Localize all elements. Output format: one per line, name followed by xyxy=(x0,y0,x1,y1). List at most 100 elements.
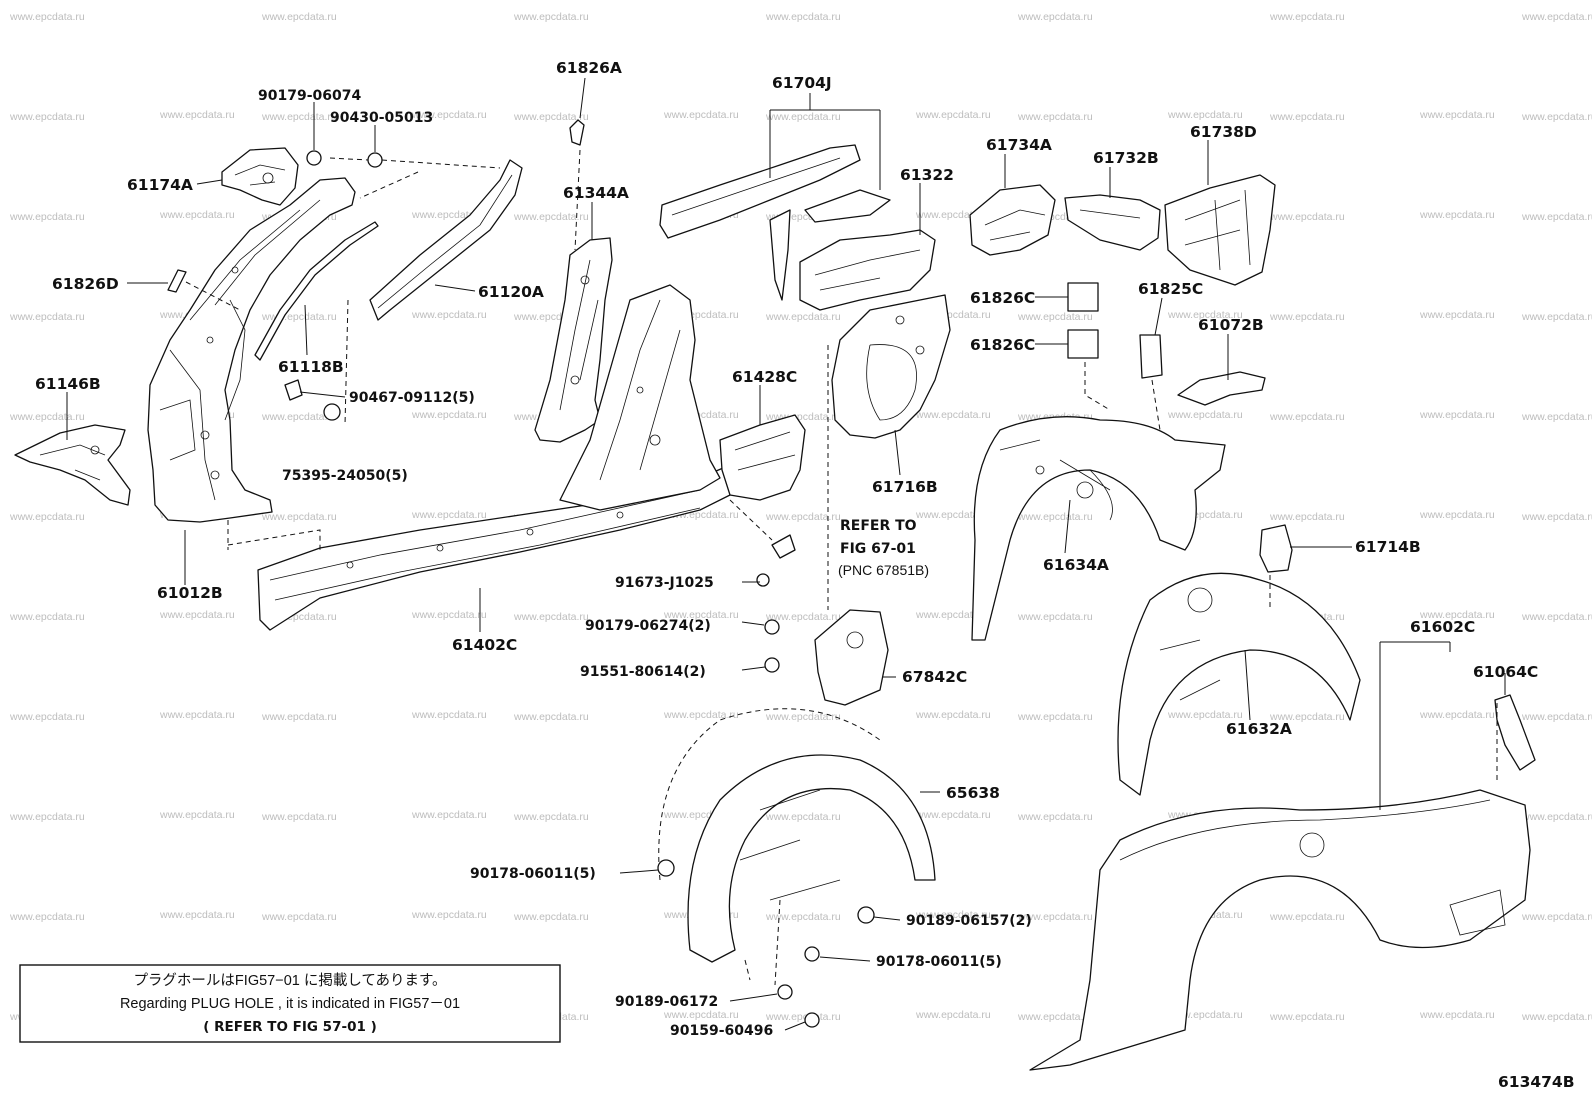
label-part-28[interactable]: 61634A xyxy=(1043,556,1109,574)
watermark-text: www.epcdata.ru xyxy=(915,609,991,621)
watermark-text: www.epcdata.ru xyxy=(9,911,85,923)
watermark-text: www.epcdata.ru xyxy=(663,609,739,621)
watermark-text: www.epcdata.ru xyxy=(513,811,589,823)
label-part-15[interactable]: 61428C xyxy=(732,368,797,386)
watermark-text: www.epcdata.ru xyxy=(1419,309,1495,321)
watermark-text: www.epcdata.ru xyxy=(1521,411,1592,423)
watermark-text: www.epcdata.ru xyxy=(1521,11,1592,23)
watermark-text: www.epcdata.ru xyxy=(1167,109,1243,121)
label-part-23[interactable]: 61738D xyxy=(1190,123,1257,141)
watermark-text: www.epcdata.ru xyxy=(411,509,487,521)
label-part-36[interactable]: 90178-06011(5) xyxy=(876,954,1002,970)
small-bracket-part xyxy=(1177,371,1266,406)
refer-line-3: (PNC 67851B) xyxy=(838,562,929,578)
watermark-text: www.epcdata.ru xyxy=(513,911,589,923)
weatherstrip-part xyxy=(254,221,379,361)
watermark-text: www.epcdata.ru xyxy=(261,811,337,823)
label-part-13[interactable]: 61704J xyxy=(772,74,832,92)
watermark-text: www.epcdata.ru xyxy=(159,109,235,121)
label-part-22[interactable]: 61732B xyxy=(1093,149,1159,167)
watermark-text: www.epcdata.ru xyxy=(411,709,487,721)
label-part-29[interactable]: 61714B xyxy=(1355,538,1421,556)
label-part-1[interactable]: 90430-05013 xyxy=(330,110,433,126)
label-part-34[interactable]: 90178-06011(5) xyxy=(470,866,596,882)
small-brace-part xyxy=(1259,524,1293,573)
watermark-text: www.epcdata.ru xyxy=(1017,311,1093,323)
watermark-text: www.epcdata.ru xyxy=(915,909,991,921)
label-part-4[interactable]: 61146B xyxy=(35,375,101,393)
watermark-text: www.epcdata.ru xyxy=(663,1009,739,1021)
label-part-27[interactable]: 61072B xyxy=(1198,316,1264,334)
label-part-38[interactable]: 90159-60496 xyxy=(670,1023,773,1039)
rear-upper-panels xyxy=(969,174,1276,286)
label-part-16[interactable]: 61716B xyxy=(872,478,938,496)
watermark-text: www.epcdata.ru xyxy=(9,11,85,23)
quarter-inner-panel-part xyxy=(799,229,936,311)
label-part-10[interactable]: 61826A xyxy=(556,59,622,77)
watermark-text: www.epcdata.ru xyxy=(1269,111,1345,123)
watermark-text: www.epcdata.ru xyxy=(1419,109,1495,121)
diagram-code: 613474B xyxy=(1498,1073,1575,1091)
label-part-19[interactable]: 91551-80614(2) xyxy=(580,664,706,680)
label-part-32[interactable]: 61064C xyxy=(1473,663,1538,681)
watermark-text: www.epcdata.ru xyxy=(1269,711,1345,723)
watermark-text: www.epcdata.ru xyxy=(1269,411,1345,423)
label-part-30[interactable]: 61632A xyxy=(1226,720,1292,738)
watermark-text: www.epcdata.ru xyxy=(9,111,85,123)
label-part-33[interactable]: 65638 xyxy=(946,784,1000,802)
label-part-8[interactable]: 75395-24050(5) xyxy=(282,468,408,484)
pad-parts xyxy=(1067,282,1163,379)
assembly-dashed-lines xyxy=(185,149,1498,986)
label-part-26[interactable]: 61825C xyxy=(1138,280,1203,298)
watermark-text: www.epcdata.ru xyxy=(1269,511,1345,523)
label-part-17[interactable]: 91673-J1025 xyxy=(615,575,714,591)
label-part-21[interactable]: 61734A xyxy=(986,136,1052,154)
watermark-text: www.epcdata.ru xyxy=(261,411,337,423)
label-part-5[interactable]: 61118B xyxy=(278,358,344,376)
watermark-text: www.epcdata.ru xyxy=(159,709,235,721)
watermark-text: www.epcdata.ru xyxy=(1017,811,1093,823)
watermark-text: www.epcdata.ru xyxy=(513,611,589,623)
watermark-text: www.epcdata.ru xyxy=(1419,1009,1495,1021)
plug-hole-note: プラグホールはFIG57−01 に掲載してあります。 Regarding PLU… xyxy=(19,964,561,1043)
watermark-text: www.epcdata.ru xyxy=(1419,609,1495,621)
watermark-text: www.epcdata.ru xyxy=(513,711,589,723)
label-part-37[interactable]: 90189-06172 xyxy=(615,994,718,1010)
center-inner-structure-part xyxy=(559,284,721,511)
roof-side-rail-part xyxy=(369,159,523,321)
watermark-text: www.epcdata.ru xyxy=(261,11,337,23)
watermark-text: www.epcdata.ru xyxy=(411,309,487,321)
label-part-3[interactable]: 61826D xyxy=(52,275,119,293)
label-part-25[interactable]: 61826C xyxy=(970,336,1035,354)
watermark-text: www.epcdata.ru xyxy=(9,511,85,523)
watermark-text: www.epcdata.ru xyxy=(411,809,487,821)
label-part-20[interactable]: 67842C xyxy=(902,668,967,686)
watermark-text: www.epcdata.ru xyxy=(1017,911,1093,923)
label-part-14[interactable]: 61322 xyxy=(900,166,954,184)
watermark-text: www.epcdata.ru xyxy=(1419,409,1495,421)
label-part-6[interactable]: 61120A xyxy=(478,283,544,301)
label-part-12[interactable]: 61402C xyxy=(452,636,517,654)
label-part-11[interactable]: 61344A xyxy=(563,184,629,202)
rear-bracket-part xyxy=(1494,694,1536,771)
watermark-text: www.epcdata.ru xyxy=(261,711,337,723)
watermark-text: www.epcdata.ru xyxy=(1521,211,1592,223)
label-part-18[interactable]: 90179-06274(2) xyxy=(585,618,711,634)
watermark-text: www.epcdata.ru xyxy=(261,111,337,123)
label-part-2[interactable]: 61174A xyxy=(127,176,193,194)
label-part-9[interactable]: 61012B xyxy=(157,584,223,602)
label-part-0[interactable]: 90179-06074 xyxy=(258,88,361,104)
watermark-text: www.epcdata.ru xyxy=(765,911,841,923)
label-part-24[interactable]: 61826C xyxy=(970,289,1035,307)
small-pad-part xyxy=(167,269,187,293)
label-part-31[interactable]: 61602C xyxy=(1410,618,1475,636)
label-part-35[interactable]: 90189-06157(2) xyxy=(906,913,1032,929)
label-part-7[interactable]: 90467-09112(5) xyxy=(349,390,475,406)
wheel-house-inner-part xyxy=(831,294,951,439)
watermark-text: www.epcdata.ru xyxy=(765,111,841,123)
watermark-text: www.epcdata.ru xyxy=(1419,709,1495,721)
refer-note: REFER TO FIG 67-01 (PNC 67851B) xyxy=(838,518,929,578)
lower-bracket-part xyxy=(14,424,131,506)
watermark-text: www.epcdata.ru xyxy=(1419,509,1495,521)
